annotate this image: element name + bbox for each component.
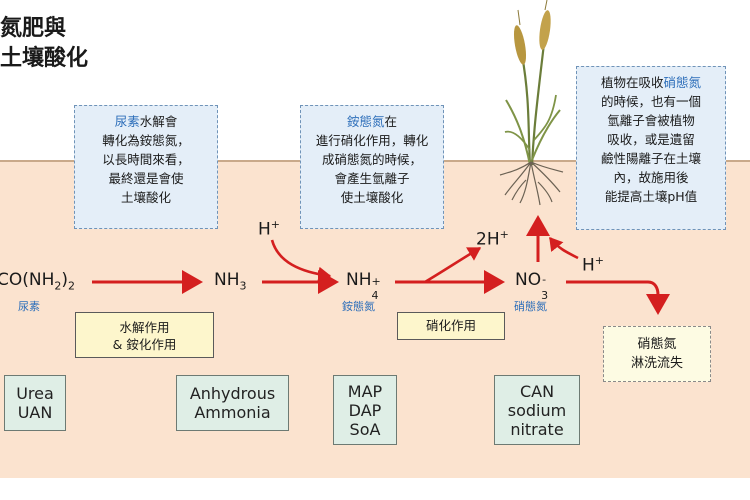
- nitrate-note-line-4: 吸收，或是遺留: [607, 132, 695, 147]
- urea-note-line-4: 最終還是會使: [108, 171, 184, 186]
- fertilizer-urea-line-2: UAN: [17, 403, 53, 422]
- urea-formula-main: CO(NH: [0, 270, 55, 290]
- bottom-strip: [0, 478, 750, 500]
- nitrate-note: 植物在吸收硝態氮 的時候，也有一個 氫離子會被植物 吸收，或是遺留 鹼性陽離子在…: [576, 66, 726, 230]
- diagram-title: 氮肥與 土壤酸化: [0, 14, 88, 74]
- urea-note-rest: 水解會: [139, 114, 178, 129]
- hydrolysis-line-1: 水解作用: [119, 320, 170, 335]
- ammonium-note-highlight: 銨態氮: [346, 114, 385, 129]
- ammonium-note-line-5: 使土壤酸化: [340, 190, 404, 205]
- arrow-no3-leaching: [566, 280, 670, 315]
- nitrate-note-line-2: 的時候，也有一個: [600, 94, 701, 109]
- nh4-formula: NH+4: [346, 270, 381, 302]
- leaching-line-1: 硝態氮: [637, 337, 677, 352]
- nitrate-note-line-1: 植物在吸收硝態氮: [581, 73, 721, 92]
- urea-note-line-1: 尿素水解會: [79, 112, 213, 131]
- title-line-2: 土壤酸化: [0, 46, 89, 71]
- no3-formula-sub: 3: [541, 289, 549, 302]
- h-ion-plant-sup: +: [594, 254, 605, 267]
- urea-formula-sub2: 2: [68, 279, 76, 293]
- fertilizer-map-line-2: DAP: [348, 400, 382, 420]
- fertilizer-box-can: CAN sodium nitrate: [494, 375, 580, 445]
- nitrate-note-line-3: 氫離子會被植物: [607, 113, 695, 128]
- nitrate-note-line-7: 能提高土壤pH值: [604, 189, 698, 204]
- nitrate-note-line-5: 鹼性陽離子在土壤: [600, 151, 701, 166]
- fertilizer-anhydrous-line-2: Ammonia: [194, 403, 271, 422]
- h-ion-plant: H+: [582, 254, 604, 276]
- nh3-formula-sub: 3: [239, 279, 247, 293]
- fertilizer-box-map: MAP DAP SoA: [333, 375, 397, 445]
- h-ion-released: 2H+: [476, 228, 509, 250]
- fertilizer-can-line-3: nitrate: [510, 419, 564, 439]
- nitrate-note-pre: 植物在吸收: [600, 75, 664, 90]
- nh4-formula-main: NH: [346, 270, 372, 290]
- arrow-nitrification-to-2h: [424, 246, 482, 284]
- h-ion-released-main: 2H: [476, 229, 500, 250]
- h-ion-plant-main: H: [582, 255, 595, 276]
- urea-note-line-2: 轉化為銨態氮，: [102, 133, 190, 148]
- ammonium-note: 銨態氮在 進行硝化作用，轉化 成硝態氮的時候， 會產生氫離子 使土壤酸化: [300, 105, 444, 229]
- h-ion-consumed: H+: [258, 218, 280, 240]
- nh3-formula: NH3: [214, 270, 247, 292]
- hydrolysis-line-2: & 銨化作用: [112, 337, 177, 352]
- fertilizer-box-urea: Urea UAN: [4, 375, 66, 431]
- nitrate-note-highlight: 硝態氮: [663, 75, 702, 90]
- fertilizer-can-line-1: CAN: [519, 381, 555, 401]
- urea-note-line-3: 以長時間來看，: [102, 152, 190, 167]
- nh4-formula-sup: +: [371, 275, 381, 288]
- fertilizer-anhydrous-line-1: Anhydrous: [189, 384, 276, 403]
- nh4-formula-sub: 4: [371, 289, 379, 302]
- ammonium-note-line-4: 會產生氫離子: [334, 171, 410, 186]
- h-ion-released-sup: +: [499, 228, 509, 241]
- ammonium-note-rest: 在: [384, 114, 398, 129]
- fertilizer-map-line-3: SoA: [349, 419, 381, 439]
- title-line-1: 氮肥與: [0, 16, 67, 41]
- nitrification-label: 硝化作用: [425, 318, 476, 333]
- leaching-line-2: 淋洗流失: [630, 356, 683, 371]
- h-ion-consumed-sup: +: [270, 218, 281, 231]
- h-ion-consumed-main: H: [258, 219, 271, 240]
- leaching-box: 硝態氮 淋洗流失: [603, 326, 711, 382]
- wheat-plant-icon: [499, 0, 564, 206]
- fertilizer-can-line-2: sodium: [507, 400, 567, 420]
- no3-formula: NO- 3: [515, 270, 550, 302]
- urea-note-highlight: 尿素: [114, 114, 140, 129]
- fertilizer-urea-line-1: Urea: [16, 384, 54, 403]
- no3-formula-main: NO: [515, 270, 542, 290]
- hydrolysis-process-box: 水解作用 & 銨化作用: [75, 312, 214, 358]
- ammonium-note-line-1: 銨態氮在: [305, 112, 439, 131]
- urea-formula-sub: 2: [54, 279, 62, 293]
- arrow-h-to-nh4: [270, 239, 332, 283]
- ammonium-note-line-3: 成硝態氮的時候，: [321, 152, 422, 167]
- nitrate-note-line-6: 內，故施用後: [613, 170, 689, 185]
- no3-caption: 硝態氮: [514, 300, 547, 313]
- urea-note: 尿素水解會 轉化為銨態氮， 以長時間來看， 最終還是會使 土壤酸化: [74, 105, 218, 229]
- no3-formula-sup: -: [542, 273, 547, 286]
- urea-formula: CO(NH2)2: [0, 270, 75, 292]
- urea-caption: 尿素: [18, 300, 40, 313]
- fertilizer-map-line-1: MAP: [347, 381, 383, 401]
- ammonium-note-line-2: 進行硝化作用，轉化: [315, 133, 429, 148]
- nh4-caption: 銨態氮: [342, 300, 375, 313]
- urea-formula-tail: ): [61, 270, 69, 290]
- arrow-h-to-plant: [548, 236, 579, 260]
- fertilizer-box-anhydrous: Anhydrous Ammonia: [176, 375, 289, 431]
- nitrification-process-box: 硝化作用: [397, 312, 505, 340]
- nh3-formula-main: NH: [214, 270, 240, 290]
- urea-note-line-5: 土壤酸化: [120, 190, 171, 205]
